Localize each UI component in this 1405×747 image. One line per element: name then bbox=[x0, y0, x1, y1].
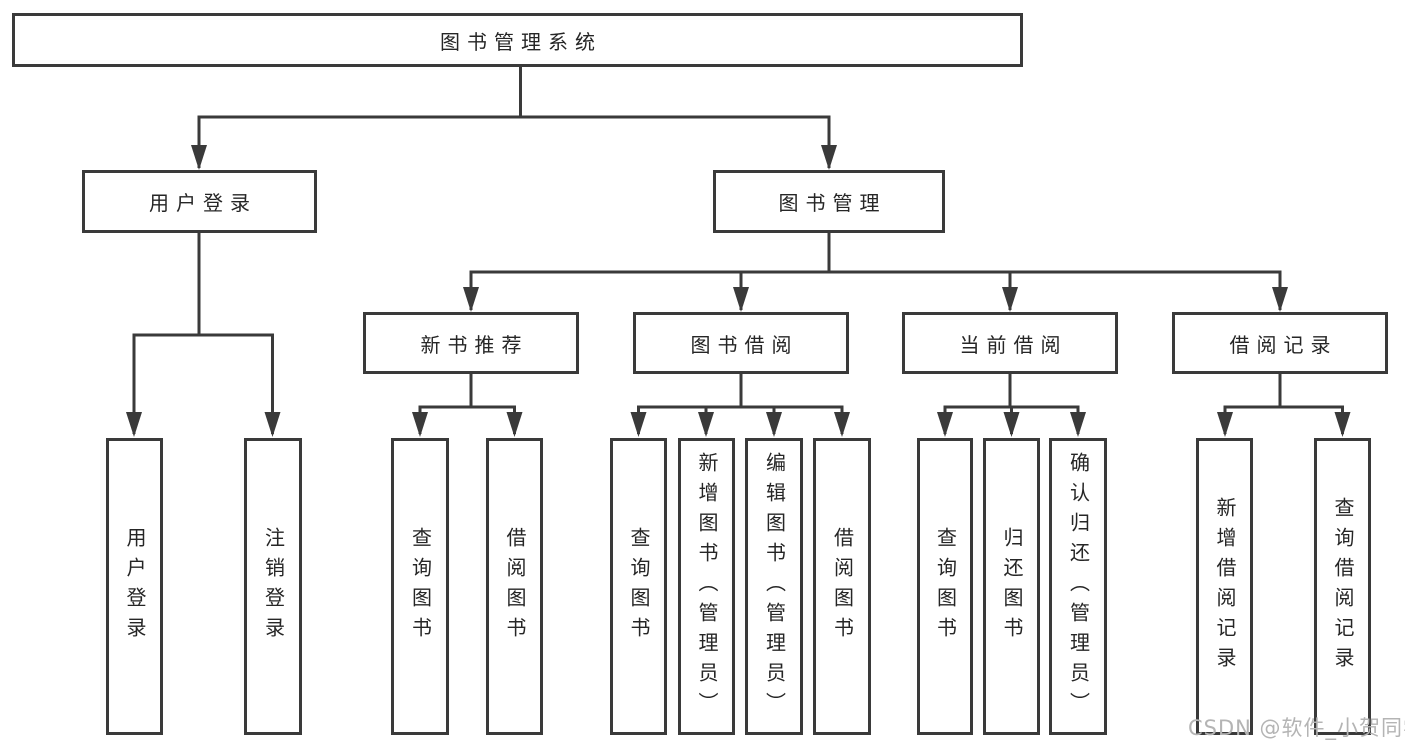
leaf-borrow-borrow-books-label: 借阅图书 bbox=[830, 526, 855, 647]
connector-lines bbox=[132, 67, 1344, 434]
arrow-down-icon bbox=[630, 412, 647, 437]
node-current-borrowing: 当前借阅 bbox=[902, 312, 1118, 374]
arrow-down-icon bbox=[698, 412, 714, 437]
leaf-borrow-query-books: 查询图书 bbox=[610, 438, 667, 735]
leaf-records-add-record-label: 新增借阅记录 bbox=[1213, 496, 1237, 677]
leaf-borrow-query-books-label: 查询图书 bbox=[627, 526, 651, 647]
node-book-management: 图书管理 bbox=[713, 170, 945, 233]
node-book-borrowing: 图书借阅 bbox=[633, 312, 849, 374]
arrow-down-icon bbox=[1070, 412, 1086, 437]
arrow-down-icon bbox=[1272, 287, 1288, 312]
node-book-management-label: 图书管理 bbox=[778, 191, 887, 215]
node-current-borrowing-label: 当前借阅 bbox=[959, 332, 1068, 357]
node-user-login: 用户登录 bbox=[82, 170, 317, 233]
node-new-book-recommend-label: 新书推荐 bbox=[420, 332, 529, 357]
arrow-down-icon bbox=[821, 145, 837, 170]
arrow-down-icon bbox=[937, 412, 953, 437]
leaf-borrow-add-books-admin: 新增图书（管理员） bbox=[678, 438, 735, 735]
leaf-borrow-edit-books-admin: 编辑图书（管理员） bbox=[745, 438, 803, 735]
node-borrowing-records: 借阅记录 bbox=[1172, 312, 1388, 374]
leaf-user-login: 用户登录 bbox=[106, 438, 163, 735]
book-management-connector bbox=[469, 232, 1282, 310]
arrow-down-icon bbox=[733, 287, 749, 312]
leaf-borrow-borrow-books: 借阅图书 bbox=[813, 438, 871, 735]
leaf-newrec-borrow-books: 借阅图书 bbox=[486, 438, 543, 735]
leaf-current-confirm-return-admin-label: 确认归还（管理员） bbox=[1066, 451, 1091, 722]
arrow-down-icon bbox=[264, 412, 281, 437]
node-user-login-label: 用户登录 bbox=[149, 191, 257, 215]
arrow-down-icon bbox=[506, 412, 523, 437]
leaf-newrec-query-books: 查询图书 bbox=[391, 438, 449, 735]
node-new-book-recommend: 新书推荐 bbox=[363, 312, 579, 374]
book-borrowing-connector bbox=[637, 373, 844, 434]
arrow-down-icon bbox=[1334, 412, 1351, 437]
root-connector bbox=[197, 67, 831, 168]
leaf-borrow-edit-books-admin-label: 编辑图书（管理员） bbox=[762, 451, 787, 722]
leaf-newrec-borrow-books-label: 借阅图书 bbox=[503, 526, 527, 647]
borrowing-records-connector bbox=[1223, 373, 1344, 434]
new-book-recommend-connector bbox=[418, 373, 516, 434]
arrow-down-icon bbox=[1003, 412, 1020, 437]
leaf-records-add-record: 新增借阅记录 bbox=[1196, 438, 1253, 735]
leaf-newrec-query-books-label: 查询图书 bbox=[408, 526, 433, 647]
arrow-down-icon bbox=[412, 412, 428, 437]
csdn-watermark: CSDN @软件_小贺同学 bbox=[1188, 716, 1405, 740]
leaf-current-return-books-label: 归还图书 bbox=[1000, 526, 1024, 647]
arrow-down-icon bbox=[766, 412, 782, 437]
node-book-borrowing-label: 图书借阅 bbox=[690, 332, 799, 357]
leaf-records-query-record-label: 查询借阅记录 bbox=[1331, 496, 1355, 677]
arrow-down-icon bbox=[1217, 412, 1233, 437]
leaf-records-query-record: 查询借阅记录 bbox=[1314, 438, 1371, 735]
leaf-logout-label: 注销登录 bbox=[261, 526, 286, 647]
current-borrowing-connector bbox=[943, 373, 1080, 434]
arrow-down-icon bbox=[834, 412, 850, 437]
leaf-current-query-books-label: 查询图书 bbox=[933, 526, 958, 647]
leaf-borrow-add-books-admin-label: 新增图书（管理员） bbox=[695, 451, 719, 722]
user-login-connector bbox=[132, 232, 274, 434]
leaf-current-confirm-return-admin: 确认归还（管理员） bbox=[1049, 438, 1107, 735]
node-root: 图书管理系统 bbox=[12, 13, 1023, 67]
arrow-down-icon bbox=[126, 412, 142, 437]
arrow-down-icon bbox=[1002, 287, 1018, 312]
arrow-down-icon bbox=[191, 145, 207, 170]
node-borrowing-records-label: 借阅记录 bbox=[1229, 332, 1338, 357]
arrow-down-icon bbox=[463, 287, 479, 312]
leaf-user-login-label: 用户登录 bbox=[123, 526, 147, 647]
leaf-logout: 注销登录 bbox=[244, 438, 302, 735]
leaf-current-query-books: 查询图书 bbox=[917, 438, 973, 735]
node-root-label: 图书管理系统 bbox=[440, 29, 602, 54]
leaf-current-return-books: 归还图书 bbox=[983, 438, 1040, 735]
